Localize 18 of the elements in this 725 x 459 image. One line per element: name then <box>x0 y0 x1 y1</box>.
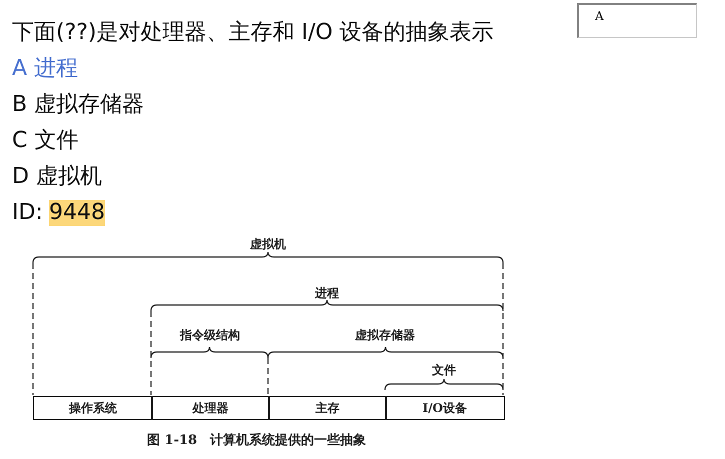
option-text: B 虚拟存储器 <box>12 92 144 118</box>
brace-label: 虚拟机 <box>250 236 286 253</box>
brace-label: 虚拟存储器 <box>355 327 415 344</box>
table-cell: 主存 <box>268 396 386 420</box>
option-text: C 文件 <box>12 128 78 154</box>
brace-label: 指令级结构 <box>180 327 240 344</box>
figure-caption: 图 1-18 计算机系统提供的一些抽象 <box>147 432 366 449</box>
option-text: D 虚拟机 <box>12 164 102 190</box>
question-text: 下面(??)是对处理器、主存和 I/O 设备的抽象表示 <box>12 20 494 46</box>
id-label: ID: <box>12 200 43 226</box>
brace-label: 进程 <box>315 285 339 302</box>
id-value: 9448 <box>49 200 105 226</box>
table-cell: 处理器 <box>151 396 270 420</box>
table-cell: I/O设备 <box>385 396 504 420</box>
option-text: A 进程 <box>12 56 78 82</box>
table-cell: 操作系统 <box>33 396 152 420</box>
brace-label: 文件 <box>432 362 456 379</box>
answer-box: A <box>577 3 697 38</box>
